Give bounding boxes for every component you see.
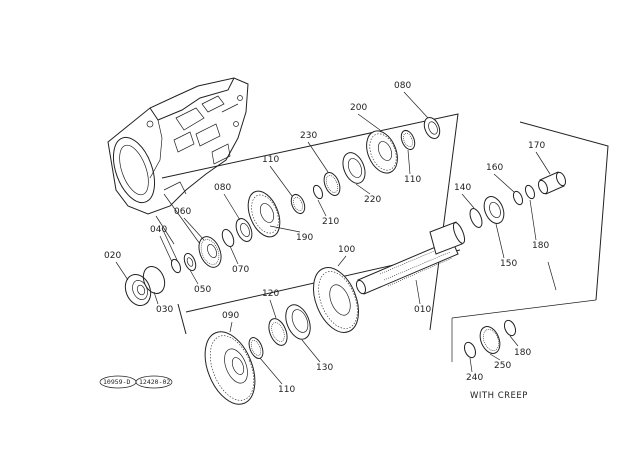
callout-220: 220 (364, 195, 381, 205)
callout-labels: 010 020 030 040 050 060 070 080 080 090 … (104, 81, 549, 395)
leader-lines (115, 91, 551, 385)
collar-130 (285, 304, 311, 340)
ring-040 (170, 258, 182, 274)
collar-080-right (423, 116, 441, 140)
callout-170: 170 (528, 141, 545, 151)
callout-180-lower: 180 (514, 348, 531, 358)
snap-ring-030 (142, 265, 166, 295)
gear-060 (198, 236, 222, 268)
ring-160 (512, 190, 524, 206)
callout-090: 090 (222, 311, 239, 321)
callout-230: 230 (300, 131, 317, 141)
inset-with-creep (463, 319, 517, 359)
gear-200 (366, 130, 398, 174)
callout-070: 070 (232, 265, 249, 275)
bearing-110-mid (290, 193, 306, 215)
bearing-120 (268, 318, 288, 346)
callout-140: 140 (454, 183, 471, 193)
callout-080-left: 080 (214, 183, 231, 193)
bearing-150 (483, 196, 505, 224)
callout-040: 040 (150, 225, 167, 235)
callout-130: 130 (316, 363, 333, 373)
bearing-230 (323, 172, 341, 196)
callout-030: 030 (156, 305, 173, 315)
code-right: 12420-02 (139, 378, 170, 386)
bearing-110-lower (248, 337, 264, 359)
ring-180-upper (524, 184, 536, 200)
inset-label: WITH CREEP (470, 391, 528, 401)
bearing-110-upper (400, 129, 416, 151)
callout-240: 240 (466, 373, 483, 383)
callout-100: 100 (338, 245, 355, 255)
callout-050: 050 (194, 285, 211, 295)
callout-160: 160 (486, 163, 503, 173)
shaft-010 (355, 221, 466, 295)
ring-050 (183, 252, 197, 272)
ring-210 (312, 184, 324, 200)
ring-070 (221, 228, 235, 248)
callout-010: 010 (414, 305, 431, 315)
gear-090 (204, 331, 256, 405)
washer-140 (469, 208, 483, 228)
sleeve-170 (537, 171, 567, 195)
callout-180-upper: 180 (532, 241, 549, 251)
callout-190: 190 (296, 233, 313, 243)
callout-210: 210 (322, 217, 339, 227)
callout-250: 250 (494, 361, 511, 371)
code-stamps: 10959-D 12420-02 (99, 375, 173, 389)
gear-190 (247, 190, 281, 238)
gear-100 (313, 267, 359, 333)
transmission-case (107, 77, 249, 215)
callout-110-lower: 110 (278, 385, 295, 395)
callout-110-mid: 110 (262, 155, 279, 165)
callout-020: 020 (104, 251, 121, 261)
callout-110-upper: 110 (404, 175, 421, 185)
code-left: 10959-D (103, 378, 130, 386)
callout-080-right: 080 (394, 81, 411, 91)
collar-220 (342, 152, 366, 184)
callout-150: 150 (500, 259, 517, 269)
callout-060: 060 (174, 207, 191, 217)
callout-120: 120 (262, 289, 279, 299)
callout-200: 200 (350, 103, 367, 113)
